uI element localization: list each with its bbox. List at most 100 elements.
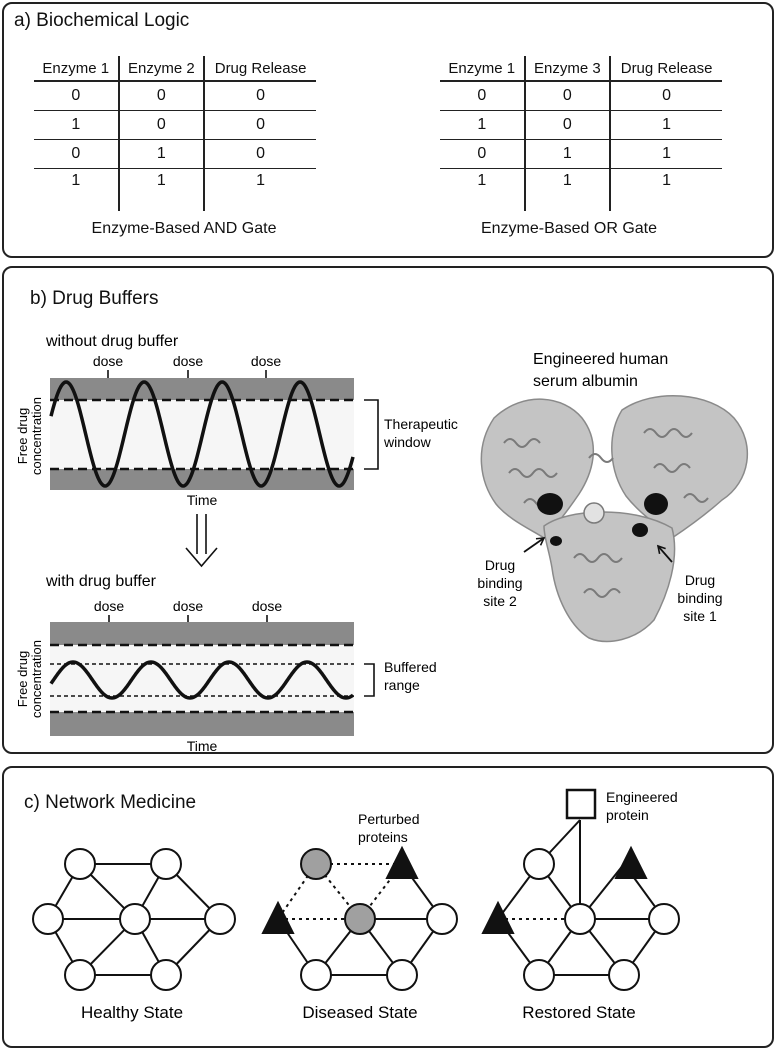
therapeutic-window-bracket: Therapeutic window (364, 399, 458, 470)
table-cell: 1 (523, 168, 611, 211)
perturbed-label-line1: Perturbed (358, 811, 419, 827)
drug-buffer-diagram: without drug buffer dose dose dose Free … (15, 333, 748, 752)
table-cell: 0 (203, 81, 316, 111)
panel-drug-buffers: b) Drug Buffers without drug buffer dose… (2, 266, 774, 754)
top-xlabel: Time (187, 492, 218, 508)
and-gate-caption: Enzyme-Based AND Gate (91, 220, 277, 237)
protein-node (204, 903, 236, 935)
table-cell: 0 (523, 110, 611, 140)
table-row: 1 1 1 (440, 168, 722, 211)
protein-node (523, 959, 555, 991)
perturbed-protein-triangle (481, 900, 515, 934)
protein-node (150, 848, 182, 880)
protein-node (523, 848, 555, 880)
healthy-network (32, 848, 236, 991)
table-row: 0 1 0 (34, 139, 316, 169)
site-2-label-line2: binding (477, 575, 522, 591)
bracket (364, 399, 379, 470)
site-1-label-line1: Drug (685, 572, 715, 588)
toxic-band (50, 378, 354, 400)
site-1-label-line2: binding (677, 590, 722, 606)
site-2-label-line3: site 2 (483, 593, 517, 609)
restored-caption: Restored State (522, 1003, 635, 1022)
protein-node (300, 959, 332, 991)
dose-label: dose (173, 353, 204, 369)
table-row: 0 1 1 (440, 139, 722, 169)
site-2-arrow (523, 537, 546, 553)
table-cell: 0 (440, 81, 525, 111)
perturbed-label-line2: proteins (358, 829, 408, 845)
panel-b-title: b) Drug Buffers (30, 288, 159, 309)
bracket-label-line2: range (384, 677, 420, 693)
toxic-band (50, 622, 354, 645)
site-1-annotation: Drug binding site 1 (656, 544, 723, 624)
perturbed-protein-triangle (261, 900, 295, 934)
bottom-plot-area (49, 622, 355, 736)
bracket-label-line1: Buffered (384, 659, 437, 675)
perturbed-protein-triangle (614, 845, 648, 879)
and-header-drug-release: Drug Release (203, 56, 316, 82)
table-cell: 0 (117, 81, 205, 111)
protein-title-line1: Engineered human (533, 351, 668, 368)
table-row: 1 0 1 (440, 110, 722, 140)
network-diagram: Healthy State Perturbed proteins Diseas (32, 788, 680, 1022)
and-header-enzyme-2: Enzyme 2 (117, 56, 205, 82)
bottom-xlabel: Time (187, 738, 218, 752)
table-cell: 1 (117, 139, 205, 169)
bracket-label-line2: window (383, 434, 432, 450)
table-row: 1 1 1 (34, 168, 316, 211)
protein-node (386, 959, 418, 991)
table-cell: 1 (523, 139, 611, 169)
table-cell: 1 (609, 168, 722, 211)
table-cell: 1 (71, 172, 81, 189)
table-cell: 0 (203, 110, 316, 140)
subtherapeutic-band (50, 712, 354, 736)
healthy-caption: Healthy State (81, 1003, 183, 1022)
site-2-annotation: Drug binding site 2 (477, 537, 546, 609)
subtherapeutic-band (50, 469, 354, 490)
protein-node (64, 959, 96, 991)
drug-binding-site-1-marker (644, 493, 668, 515)
panel-a-title: a) Biochemical Logic (14, 10, 190, 31)
top-plot-area (49, 378, 355, 490)
dose-label: dose (173, 598, 204, 614)
or-header-drug-release: Drug Release (609, 56, 722, 82)
table-row: 0 0 0 (34, 81, 316, 111)
or-gate-caption: Enzyme-Based OR Gate (480, 220, 658, 237)
buffered-concentration-curve (49, 660, 355, 700)
with-buffer-label: with drug buffer (45, 573, 157, 590)
engineered-label-line1: Engineered (606, 789, 678, 805)
table-cell: 1 (203, 168, 316, 211)
table-cell: 1 (609, 139, 722, 169)
site-1-arrow (656, 544, 673, 563)
engineered-label-line2: protein (606, 807, 649, 823)
table-cell: 0 (203, 139, 316, 169)
table-cell: 0 (34, 81, 119, 111)
albumin-structure-image (480, 395, 748, 643)
diseased-network (261, 845, 458, 991)
site-2-label-line1: Drug (485, 557, 515, 573)
or-gate-table: Enzyme 1 Enzyme 3 Drug Release 0 0 0 1 0… (440, 56, 722, 211)
dose-label: dose (251, 353, 282, 369)
engineered-protein-node (565, 788, 597, 820)
table-cell: 1 (609, 110, 722, 140)
table-cell: 0 (34, 139, 119, 169)
and-gate-table: Enzyme 1 Enzyme 2 Drug Release 0 0 0 1 0… (34, 56, 316, 211)
table-cell: 0 (117, 110, 205, 140)
panel-biochemical-logic: a) Biochemical Logic Enzyme 1 Enzyme 2 D… (2, 2, 774, 258)
restored-network (481, 788, 680, 991)
protein-node (648, 903, 680, 935)
dose-label: dose (93, 353, 124, 369)
panel-network-medicine: c) Network Medicine Healthy State (2, 766, 774, 1048)
protein-node (64, 848, 96, 880)
diseased-caption: Diseased State (302, 1003, 417, 1022)
or-header-enzyme-3: Enzyme 3 (523, 56, 611, 82)
protein-node (150, 959, 182, 991)
table-cell: 0 (440, 139, 525, 169)
top-ylabel-line1: Free drug (15, 408, 30, 464)
protein-title-line2: serum albumin (533, 373, 638, 390)
perturbed-protein-node (344, 903, 376, 935)
dose-label: dose (94, 598, 125, 614)
bracket (364, 663, 375, 697)
table-cell: 1 (440, 110, 525, 140)
